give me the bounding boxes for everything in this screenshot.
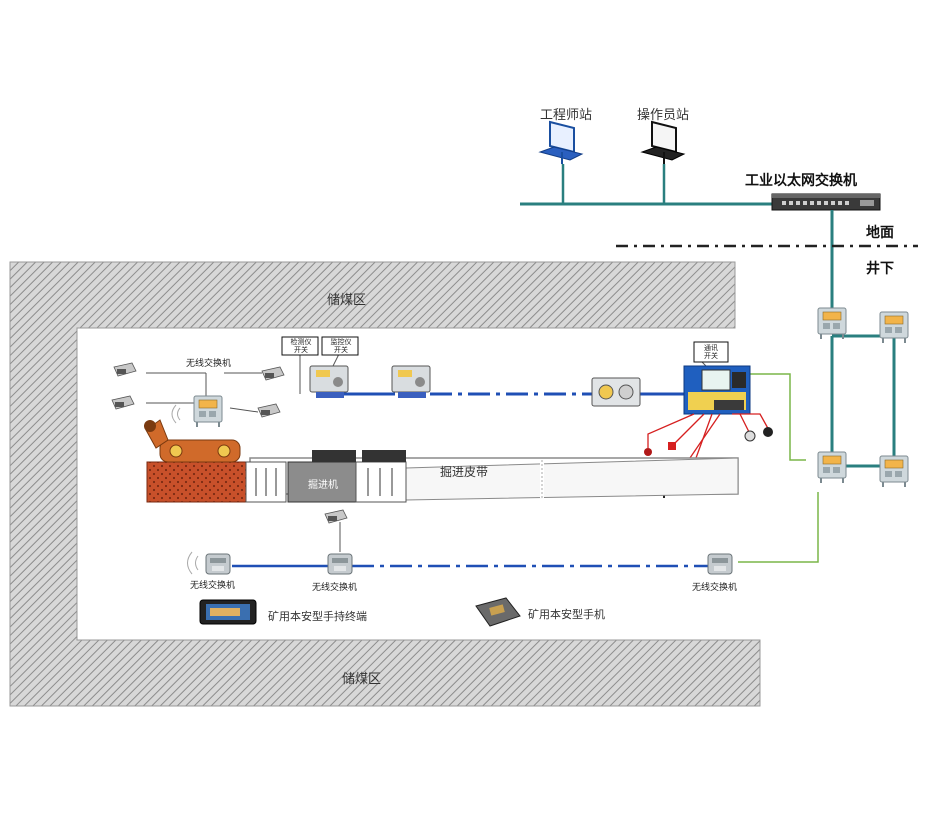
mine-structure (9, 261, 761, 707)
ring-switch-1-icon[interactable] (817, 307, 847, 340)
belt-label: 掘进皮带 (440, 465, 489, 479)
camera-icon[interactable] (261, 366, 285, 381)
lower-wireless-line (187, 509, 733, 575)
wireless-ap-1-label: 无线交换机 (190, 581, 236, 591)
industrial-ethernet-switch-icon[interactable] (771, 193, 881, 211)
switch-data-line (299, 351, 711, 396)
wireless-switch-top-label: 无线交换机 (186, 359, 232, 369)
relay-switch-icon[interactable] (591, 377, 641, 407)
wireless-feed-lines (738, 373, 819, 563)
box2-label: 监控仪 开关 (330, 338, 352, 354)
underground-label: 井下 (866, 261, 894, 277)
sensor-icon[interactable] (668, 442, 676, 450)
sensor-icon[interactable] (644, 448, 652, 456)
wireless-ap-1-icon[interactable] (205, 553, 231, 575)
coal-area-top-label: 储煤区 (327, 293, 367, 308)
ground-label: 地面 (866, 225, 894, 241)
ethernet-switch-label: 工业以太网交换机 (745, 173, 857, 189)
camera-icon[interactable] (257, 403, 281, 418)
box3-label: 通讯 开关 (704, 344, 718, 360)
wireless-switch-cluster (111, 362, 285, 428)
roadheader-arm-icon (144, 419, 241, 463)
wireless-ap-3-icon[interactable] (707, 553, 733, 575)
handheld-terminal-label: 矿用本安型手持终端 (268, 610, 367, 623)
wireless-ap-3-label: 无线交换机 (692, 583, 738, 593)
main-controller-icon[interactable] (683, 365, 751, 415)
box1-label: 检测仪 开关 (290, 338, 312, 354)
engineer-workstation-icon[interactable] (538, 120, 584, 164)
sensor-icon[interactable] (763, 427, 773, 437)
coal-area-bottom-label: 储煤区 (342, 672, 382, 687)
camera-icon[interactable] (111, 395, 135, 410)
gauge-icon[interactable] (744, 430, 756, 442)
ring-switch-2-icon[interactable] (879, 311, 909, 344)
camera-icon[interactable] (113, 362, 137, 377)
handheld-phone-label: 矿用本安型手机 (528, 608, 605, 621)
ring-switch-4-icon[interactable] (879, 455, 909, 488)
camera-icon[interactable] (324, 509, 348, 524)
wireless-ap-2-label: 无线交换机 (312, 583, 358, 593)
ring-switch-3-icon[interactable] (817, 451, 847, 484)
handheld-terminal-icon[interactable] (199, 599, 257, 625)
detector-switch-icon[interactable] (309, 365, 349, 398)
wireless-ap-2-icon[interactable] (327, 553, 353, 575)
engineer-station-label: 工程师站 (540, 108, 593, 123)
surface-network (520, 120, 918, 322)
monitor-switch-icon[interactable] (391, 365, 431, 398)
handheld-phone-icon[interactable] (475, 597, 521, 627)
operator-workstation-icon[interactable] (640, 120, 686, 164)
wireless-switch-icon[interactable] (193, 395, 223, 428)
underground-ring-network (817, 307, 909, 488)
operator-station-label: 操作员站 (637, 108, 690, 123)
switch-units (309, 365, 751, 415)
roadheader-machine (144, 419, 407, 503)
coal-face (146, 461, 248, 503)
roadheader-label: 掘进机 (308, 480, 338, 491)
mine-wall-hatch (9, 261, 761, 707)
switch-label-boxes (281, 336, 729, 363)
